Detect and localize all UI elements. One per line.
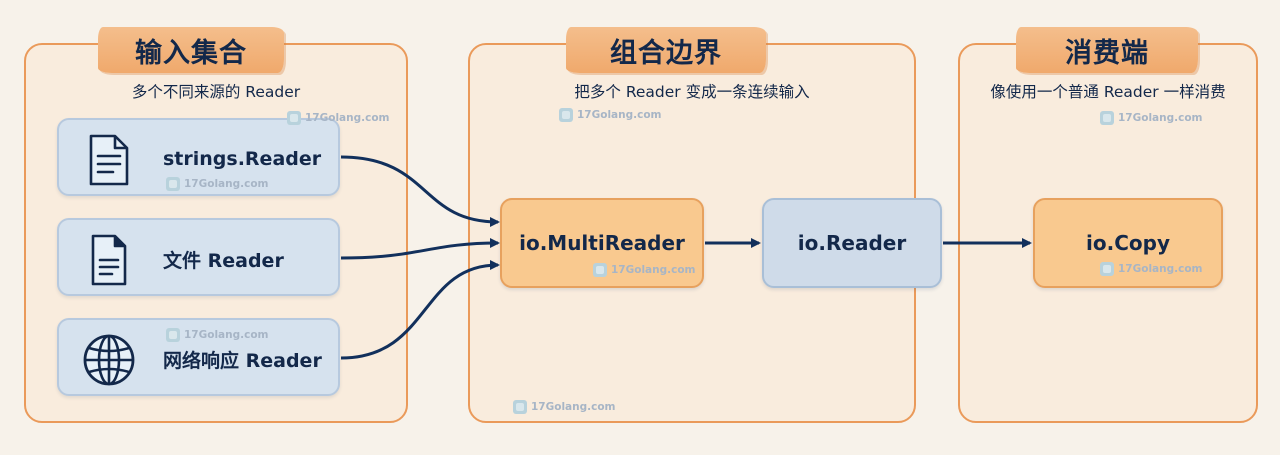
arrow-strings-to-multireader xyxy=(340,155,500,227)
multireader-node: io.MultiReader xyxy=(500,198,704,288)
watermark: 17Golang.com xyxy=(1100,111,1203,125)
source-label: 网络响应 Reader xyxy=(163,349,322,372)
watermark-logo-icon xyxy=(287,111,301,125)
watermark-logo-icon xyxy=(1100,262,1114,276)
arrow-file-to-multireader xyxy=(340,238,500,260)
source-strings-reader: strings.Reader xyxy=(57,118,340,196)
input-section-title: 输入集合 xyxy=(98,27,284,73)
source-label: strings.Reader xyxy=(163,148,322,170)
watermark: 17Golang.com xyxy=(166,328,269,342)
watermark-logo-icon xyxy=(166,177,180,191)
watermark: 17Golang.com xyxy=(593,263,696,277)
watermark: 17Golang.com xyxy=(559,108,662,122)
watermark: 17Golang.com xyxy=(166,177,269,191)
source-file-reader: 文件 Reader xyxy=(57,218,340,296)
watermark-logo-icon xyxy=(593,263,607,277)
reader-node: io.Reader xyxy=(762,198,942,288)
watermark-logo-icon xyxy=(513,400,527,414)
copy-node: io.Copy xyxy=(1033,198,1223,288)
watermark: 17Golang.com xyxy=(1100,262,1203,276)
arrow-network-to-multireader xyxy=(340,260,500,360)
source-label: 文件 Reader xyxy=(163,249,284,272)
consumer-section-title: 消费端 xyxy=(1016,27,1198,73)
document-icon xyxy=(89,134,129,186)
watermark-logo-icon xyxy=(166,328,180,342)
globe-icon xyxy=(83,334,135,386)
input-section-subtitle: 多个不同来源的 Reader xyxy=(131,83,301,101)
file-icon xyxy=(91,234,127,286)
combine-section-title: 组合边界 xyxy=(566,27,766,73)
watermark: 17Golang.com xyxy=(287,111,390,125)
source-network-reader: 网络响应 Reader xyxy=(57,318,340,396)
watermark-logo-icon xyxy=(559,108,573,122)
consumer-section-subtitle: 像使用一个普通 Reader 一样消费 xyxy=(990,83,1226,101)
combine-section-subtitle: 把多个 Reader 变成一条连续输入 xyxy=(574,83,810,101)
watermark: 17Golang.com xyxy=(513,400,616,414)
watermark-logo-icon xyxy=(1100,111,1114,125)
